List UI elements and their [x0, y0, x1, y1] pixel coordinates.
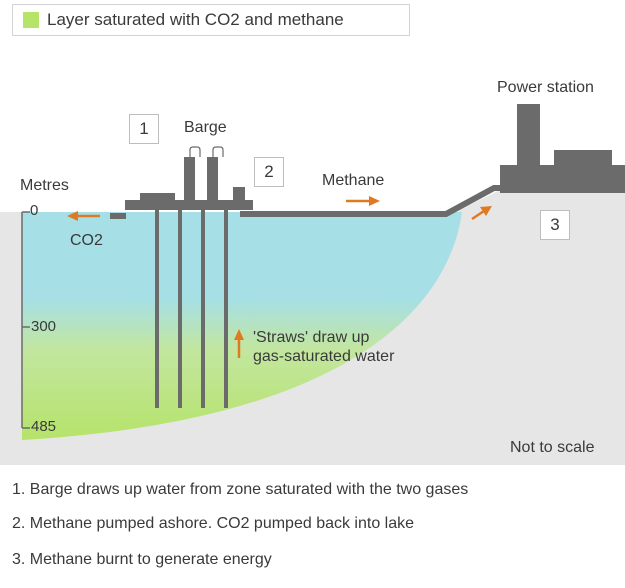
- barge-label: Barge: [184, 119, 227, 136]
- legend-swatch: [23, 12, 39, 28]
- arrow-left-icon: [67, 211, 100, 221]
- depth-axis: [21, 211, 30, 429]
- marker-1: 1: [129, 114, 159, 144]
- lake-water: [22, 212, 462, 440]
- depth-tick-300: 300: [31, 318, 57, 335]
- arrow-diagonal-icon: [471, 206, 492, 221]
- barge: [125, 146, 253, 210]
- arrow-up-icon: [234, 329, 244, 358]
- power-station: [500, 104, 625, 193]
- not-to-scale-label: Not to scale: [510, 439, 595, 456]
- co2-pipe: [110, 213, 126, 219]
- note-3: 3. Methane burnt to generate energy: [12, 551, 272, 568]
- straws: [155, 205, 228, 408]
- marker-2: 2: [254, 157, 284, 187]
- marker-3: 3: [540, 210, 570, 240]
- depth-tick-485: 485: [31, 418, 57, 435]
- shore: [455, 190, 625, 465]
- methane-label: Methane: [322, 172, 385, 189]
- legend: Layer saturated with CO2 and methane: [12, 4, 410, 36]
- straws-label-line2: gas-saturated water: [253, 348, 395, 365]
- note-2: 2. Methane pumped ashore. CO2 pumped bac…: [12, 515, 415, 532]
- co2-label: CO2: [70, 232, 103, 249]
- lake-diagram: [0, 104, 625, 465]
- note-1: 1. Barge draws up water from zone satura…: [12, 481, 469, 498]
- depth-tick-0: 0: [30, 202, 39, 219]
- arrow-right-icon: [346, 196, 380, 206]
- straws-label-line1: 'Straws' draw up: [253, 329, 370, 346]
- methane-pipeline: [240, 185, 500, 217]
- metres-label: Metres: [20, 177, 69, 194]
- legend-label: Layer saturated with CO2 and methane: [47, 10, 344, 29]
- power-station-label: Power station: [497, 79, 594, 96]
